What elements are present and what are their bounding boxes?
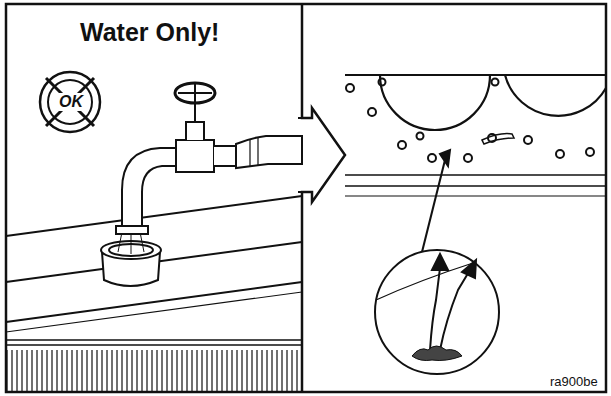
divider-arrow bbox=[302, 4, 345, 392]
prohibited-symbol bbox=[40, 72, 100, 132]
filler-neck bbox=[101, 232, 161, 286]
faucet-hose bbox=[116, 83, 302, 234]
heading: Water Only! bbox=[80, 18, 219, 47]
ok-symbol-text: OK bbox=[58, 93, 84, 111]
radiator bbox=[6, 196, 302, 391]
frame bbox=[6, 4, 606, 392]
cylinder-head bbox=[345, 75, 606, 196]
figure-code: ra900be bbox=[550, 374, 598, 389]
magnified-leak bbox=[375, 250, 499, 374]
